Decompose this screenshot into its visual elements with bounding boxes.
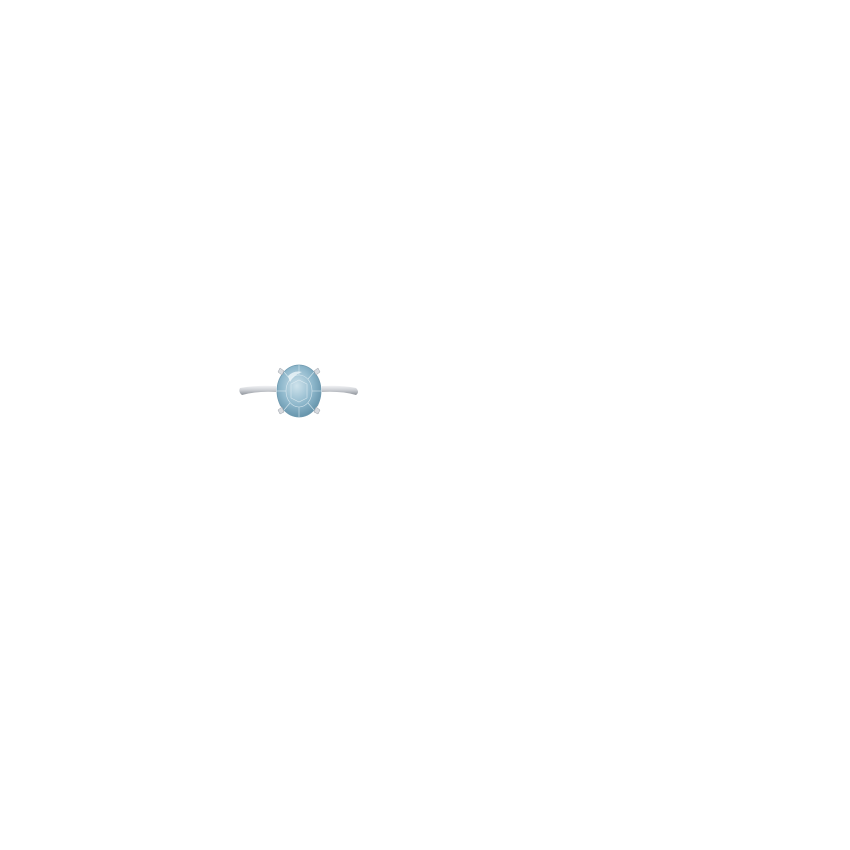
ring-prongs <box>277 367 321 415</box>
ring-band-left <box>239 385 276 395</box>
ring-icon <box>239 364 358 418</box>
ring-band-right <box>322 385 358 395</box>
gem-facets <box>277 365 321 417</box>
ring-image <box>236 358 362 426</box>
gem-highlight <box>288 371 302 382</box>
